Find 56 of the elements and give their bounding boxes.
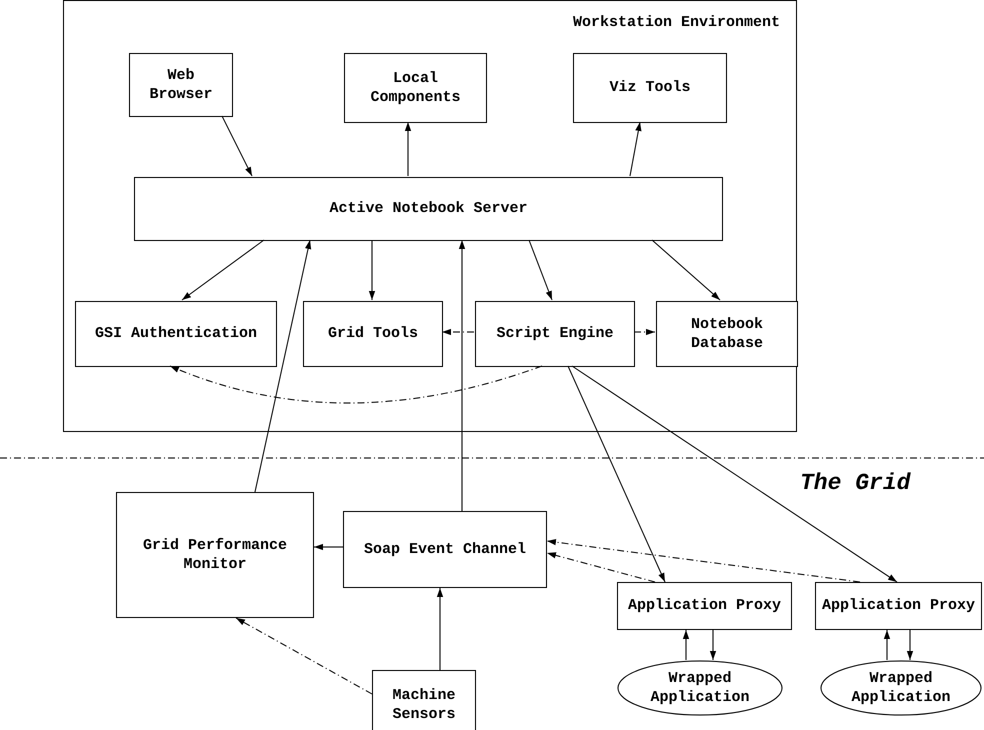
node-label: Wrapped Application bbox=[850, 668, 952, 708]
node-label: Grid Tools bbox=[326, 324, 419, 344]
process-ellipse bbox=[820, 660, 982, 716]
arrow bbox=[634, 328, 656, 336]
process-box bbox=[75, 301, 277, 367]
node-label: Local Components bbox=[369, 68, 462, 108]
group-heading: Workstation Environment bbox=[572, 13, 781, 32]
process-box bbox=[815, 582, 982, 630]
process-box bbox=[617, 582, 792, 630]
arrow bbox=[236, 618, 372, 694]
arrow bbox=[182, 240, 264, 300]
node-label: Active Notebook Server bbox=[328, 199, 529, 219]
arrow bbox=[442, 328, 474, 336]
arrow bbox=[652, 240, 720, 300]
node-label: Wrapped Application bbox=[649, 668, 751, 708]
process-box bbox=[303, 301, 443, 367]
arrow bbox=[682, 630, 690, 660]
arrow bbox=[630, 122, 642, 176]
process-box bbox=[116, 492, 314, 618]
arrow bbox=[458, 240, 466, 512]
node-label: Soap Event Channel bbox=[362, 540, 528, 560]
arrow bbox=[884, 630, 890, 660]
node-label: Web Browser bbox=[148, 66, 214, 104]
arrow bbox=[710, 630, 716, 660]
arrow bbox=[436, 588, 444, 670]
node-label: Script Engine bbox=[495, 324, 615, 344]
arrow bbox=[170, 366, 542, 404]
node-label: Viz Tools bbox=[608, 78, 692, 98]
node-label: Grid Performance Monitor bbox=[142, 536, 288, 574]
process-box bbox=[573, 53, 727, 123]
arrow bbox=[254, 240, 312, 492]
node-label: Application Proxy bbox=[626, 596, 782, 616]
process-box bbox=[475, 301, 635, 367]
arrow bbox=[906, 630, 914, 660]
process-ellipse bbox=[617, 660, 783, 716]
node-label: Notebook Database bbox=[690, 314, 764, 354]
arrow bbox=[568, 366, 666, 582]
arrow bbox=[528, 240, 552, 300]
arrow bbox=[314, 544, 344, 550]
process-box bbox=[343, 511, 547, 588]
process-box bbox=[134, 177, 723, 241]
process-box bbox=[344, 53, 487, 123]
process-box bbox=[656, 301, 798, 367]
node-label: Machine Sensors bbox=[391, 686, 456, 724]
node-label: Application Proxy bbox=[820, 596, 976, 616]
arrow bbox=[546, 539, 860, 582]
arrow bbox=[572, 366, 898, 582]
arrow bbox=[404, 122, 412, 176]
process-box bbox=[372, 670, 476, 730]
process-box bbox=[129, 53, 233, 117]
arrow bbox=[222, 116, 252, 176]
environment-frame bbox=[63, 0, 797, 432]
arrow bbox=[546, 552, 656, 582]
node-label: GSI Authentication bbox=[94, 324, 258, 344]
arrow bbox=[368, 240, 376, 300]
region-label: The Grid bbox=[800, 469, 910, 498]
